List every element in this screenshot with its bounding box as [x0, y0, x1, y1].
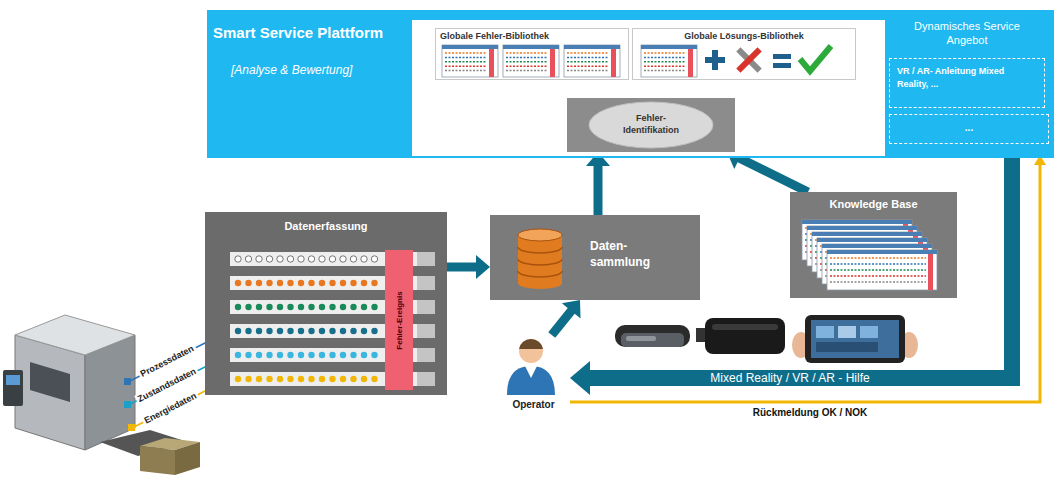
- actor-label: Operator: [497, 399, 570, 410]
- arrow-head: [570, 361, 590, 395]
- service-panel: Dynamisches Service Angebot VR / AR- Anle…: [887, 14, 1047, 155]
- bar-label: Fehler-Ereignis: [395, 291, 404, 349]
- person-icon: [497, 335, 565, 425]
- tablet-icon: [792, 315, 918, 363]
- hololens-icon: [615, 325, 690, 347]
- platform-panel: Smart Service Plattform[Analyse & Bewert…: [207, 10, 1054, 158]
- connector-line: [447, 263, 477, 272]
- box-title: Globale Fehler-Bibliothek: [440, 31, 628, 41]
- dashed-box: ...: [889, 114, 1049, 144]
- box-label: ...: [890, 115, 1048, 141]
- connector-line: [594, 165, 603, 215]
- machine-illustration: [3, 315, 200, 475]
- box-title: Datenerfassung: [205, 212, 447, 232]
- data-lines: [124, 342, 207, 431]
- connector-line: [739, 158, 808, 192]
- vr-headset-icon: [696, 318, 785, 354]
- process-box: Daten- sammlung: [490, 215, 700, 300]
- process-box: Knowledge Base: [790, 192, 957, 298]
- box-label: Daten- sammlung: [590, 239, 670, 270]
- box-title: Knowledge Base: [790, 192, 957, 210]
- library-box: Globale Fehler-Bibliothek: [435, 28, 629, 80]
- actor-node: Operator: [497, 335, 570, 425]
- process-box: DatenerfassungFehler-Ereignis: [205, 212, 447, 395]
- connector-arrow: [552, 300, 581, 335]
- edge-label: Rückmeldung OK / NOK: [750, 406, 870, 419]
- box-title: Globale Lösungs-Bibliothek: [633, 31, 855, 41]
- connector-arrow: [586, 152, 610, 215]
- library-box: Globale Lösungs-Bibliothek: [632, 28, 856, 80]
- panel-title: Dynamisches Service Angebot: [907, 20, 1027, 48]
- arrow-head: [562, 300, 581, 318]
- box-label: VR / AR- Anleitung Mixed Reality, ...: [897, 65, 1007, 90]
- connector-arrow: [447, 255, 490, 279]
- box-label: Fehler- Identifikation: [609, 113, 693, 136]
- process-box: Fehler- Identifikation: [567, 98, 735, 152]
- dashed-box: VR / AR- Anleitung Mixed Reality, ...: [889, 58, 1045, 108]
- connector-line: [552, 310, 572, 335]
- arrow-head: [476, 255, 490, 279]
- event-bar: Fehler-Ereignis: [385, 250, 413, 390]
- edge-label: Mixed Reality / VR / AR - Hilfe: [706, 370, 873, 386]
